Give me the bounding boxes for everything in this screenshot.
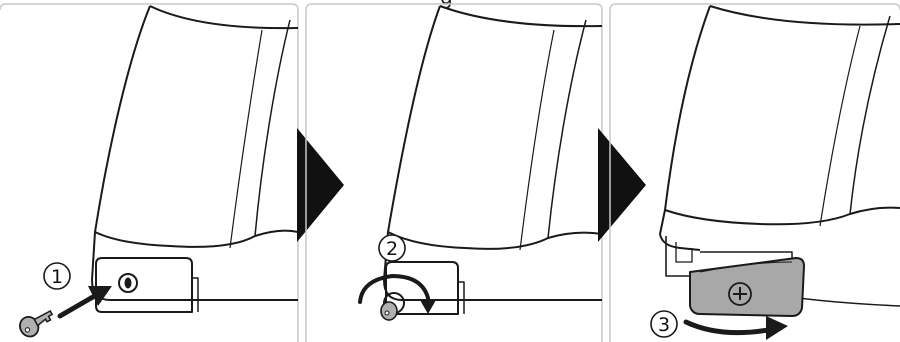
next-step-triangle-icon	[297, 128, 344, 242]
panel-1-housing	[91, 5, 299, 313]
step-1-number: 1	[51, 266, 63, 288]
panel-3-housing-outline	[659, 5, 711, 251]
panel-1-keyhole	[118, 273, 138, 293]
step-2-number: 2	[386, 238, 398, 260]
panel-2-housing-outline	[383, 5, 602, 301]
panel-1-housing-outline	[91, 5, 298, 301]
insert-arrow-icon	[57, 286, 112, 319]
panel-2-housing	[383, 5, 603, 315]
panel-3-border	[609, 3, 900, 342]
cover-keyhole-icon	[728, 282, 752, 306]
panel-2-keyhole	[380, 292, 405, 321]
removed-cover	[689, 257, 805, 317]
panel-step-2: 2	[305, 3, 603, 342]
panel-2-lower-edge	[387, 231, 603, 250]
step-3-badge: 3	[650, 310, 678, 338]
panel-2-border	[305, 3, 603, 342]
turned-key-icon	[380, 301, 398, 321]
next-step-triangle-icon-2	[598, 128, 646, 242]
panel-1-border	[0, 3, 299, 342]
panel-3-lower-edge	[664, 206, 900, 226]
step-1-badge: 1	[43, 262, 71, 290]
panel-1-lock-plate	[95, 257, 193, 313]
rotate-arrow-icon	[358, 273, 436, 314]
panel-step-3: 3	[609, 3, 900, 342]
panel-1-lower-edge	[94, 229, 299, 248]
pull-arrow-icon	[683, 316, 788, 340]
panel-step-1: 1	[0, 3, 299, 342]
key-icon	[19, 309, 54, 338]
step-3-number: 3	[658, 314, 670, 336]
step-2-badge: 2	[378, 234, 406, 262]
